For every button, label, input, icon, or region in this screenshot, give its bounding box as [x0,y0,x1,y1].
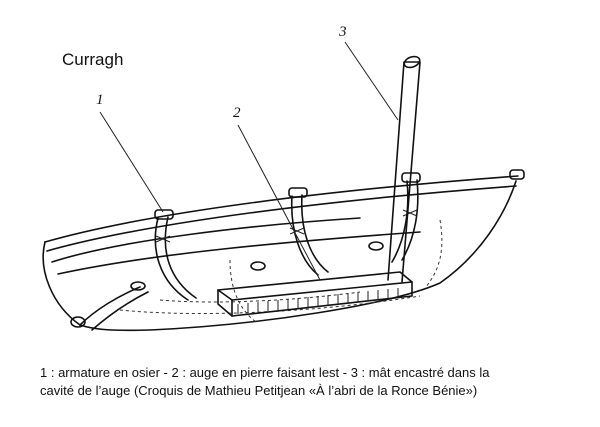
callout-2: 2 [233,105,241,121]
boat-hull [42,175,519,332]
caption: 1 : armature en osier - 2 : auge en pier… [40,364,580,400]
stone-trough [217,271,413,317]
wicker-ribs [79,179,443,331]
callout-leaders [99,41,399,281]
callout-1: 1 [96,92,104,108]
caption-line-2: cavité de l’auge (Croquis de Mathieu Pet… [40,383,478,398]
callout-3: 3 [339,24,347,40]
rib-lashings [70,169,525,328]
mast [387,55,421,283]
diagram-title: Curragh [62,50,124,69]
caption-line-1: 1 : armature en osier - 2 : auge en pier… [40,365,490,380]
